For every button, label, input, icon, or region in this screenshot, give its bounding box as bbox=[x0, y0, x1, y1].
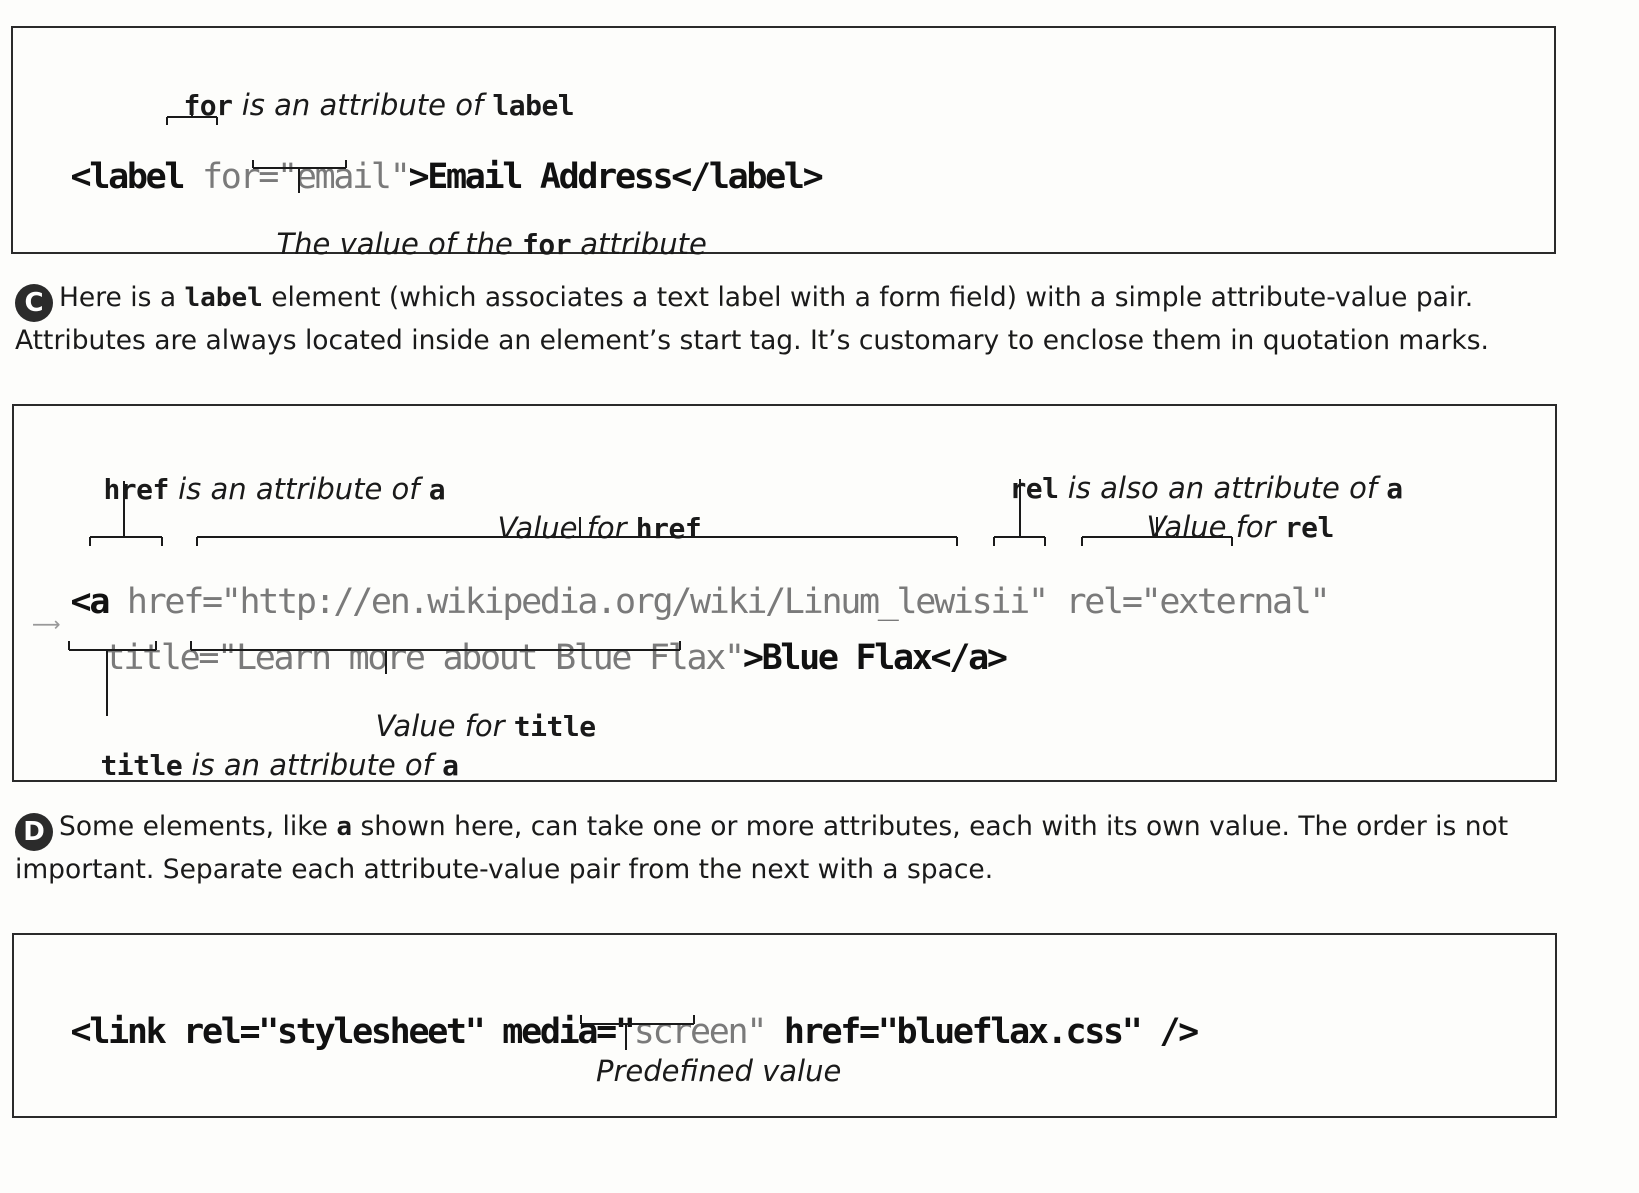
continuation-arrow-icon: ⟶ bbox=[32, 612, 61, 636]
code-link-element: <link rel="stylesheet" media="screen" hr… bbox=[70, 1012, 1200, 1052]
annotation-rel-value: Value for rel bbox=[1146, 510, 1334, 544]
annotation-for-attribute: for is an attribute of label bbox=[183, 88, 575, 122]
annotation-href-value: Value for href bbox=[497, 511, 702, 545]
annotation-href-attribute: href is an attribute of a bbox=[103, 472, 446, 506]
panel-link-example bbox=[12, 933, 1557, 1118]
panel-label-example bbox=[11, 26, 1556, 254]
code-label-element: <label for="email">Email Address</label> bbox=[70, 157, 824, 197]
badge-c: C bbox=[15, 284, 53, 322]
annotation-title-value: Value for title bbox=[375, 709, 596, 743]
annotation-title-attribute: title is an attribute of a bbox=[100, 748, 459, 782]
annotation-rel-attribute: rel is also an attribute of a bbox=[1009, 471, 1403, 505]
annotation-predefined-value: Predefined value bbox=[596, 1054, 842, 1088]
code-anchor-line-2: title="Learn more about Blue Flax">Blue … bbox=[104, 638, 1008, 678]
annotation-for-value: The value of the for attribute bbox=[276, 227, 707, 261]
panel-anchor-example bbox=[12, 404, 1557, 782]
badge-d: D bbox=[15, 813, 53, 851]
code-anchor-line-1: <a href="http://en.wikipedia.org/wiki/Li… bbox=[70, 582, 1331, 622]
